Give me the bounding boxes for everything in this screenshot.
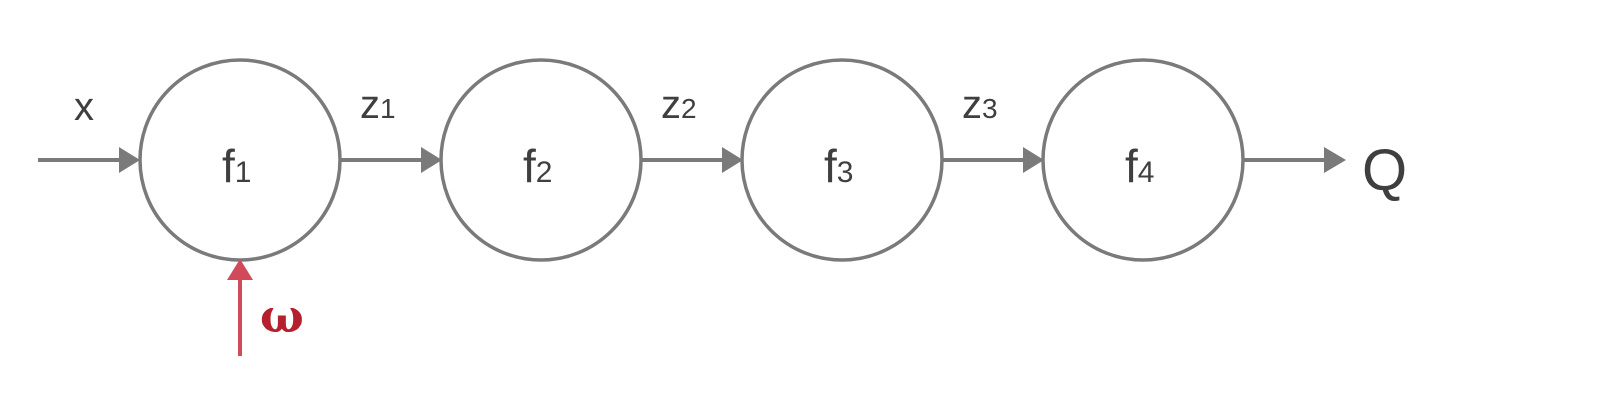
edge-label: z1 (360, 83, 396, 127)
output-arrowhead (1324, 147, 1346, 173)
edge-arrowhead (421, 147, 442, 173)
node-f4: f4 (1041, 58, 1245, 262)
edge-z1: z1 (340, 83, 442, 173)
parameter-arrowhead (227, 259, 253, 280)
edge-arrowhead (722, 147, 743, 173)
node-label: f1 (222, 140, 251, 192)
edge-arrowhead (1023, 147, 1044, 173)
edge-z3: z3 (942, 83, 1044, 173)
node-label: f2 (523, 140, 552, 192)
node-label: f4 (1125, 140, 1154, 192)
node-label: f3 (824, 140, 853, 192)
output-label: Q (1362, 138, 1407, 203)
edge-label: z2 (661, 83, 697, 127)
node-f2: f2 (439, 58, 643, 262)
parameter-label: ω (260, 289, 304, 343)
edge-label: z3 (962, 83, 998, 127)
input-label: x (74, 85, 94, 129)
node-f3: f3 (740, 58, 944, 262)
input-arrowhead (119, 147, 140, 173)
node-f1: f1 (138, 58, 342, 262)
edge-z2: z2 (641, 83, 743, 173)
